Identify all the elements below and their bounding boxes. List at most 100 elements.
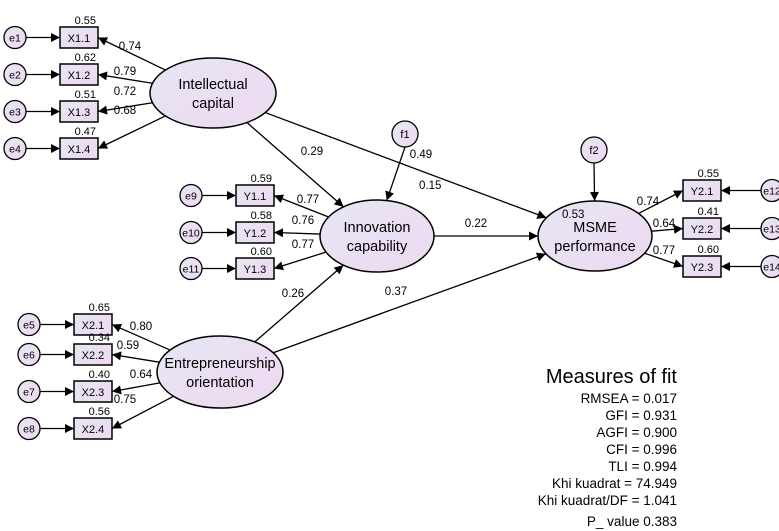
r-squared-label: 0.40 bbox=[89, 369, 110, 381]
indicator-Y2.2 bbox=[682, 217, 722, 240]
loading-Y1.1 bbox=[273, 194, 329, 218]
indicator-X1.2 bbox=[59, 63, 99, 86]
indicator-Y1.1 bbox=[235, 184, 275, 207]
loading-Y2.1 bbox=[638, 189, 684, 215]
error-e8 bbox=[17, 416, 41, 441]
indicator-label: X1.2 bbox=[68, 70, 91, 82]
loading-coefficient: 0.74 bbox=[119, 41, 142, 53]
error-label: e9 bbox=[185, 191, 197, 203]
indicator-Y1.2 bbox=[235, 221, 275, 244]
indicator-X1.3 bbox=[59, 100, 99, 123]
edges-layer bbox=[26, 33, 761, 433]
error-e1 bbox=[3, 25, 27, 50]
r-squared-label: 0.59 bbox=[251, 173, 272, 185]
fit-title: Measures of fit bbox=[545, 366, 677, 388]
indicator-label: X2.1 bbox=[82, 320, 105, 332]
error-e2 bbox=[3, 62, 27, 87]
loading-coefficient: 0.72 bbox=[114, 86, 136, 98]
path-IC-MSME bbox=[265, 111, 547, 219]
indicator-label: Y1.1 bbox=[244, 191, 267, 203]
r-squared-label: 0.51 bbox=[75, 89, 96, 101]
error-e13 bbox=[760, 216, 779, 241]
latent-label: MSME bbox=[573, 220, 617, 236]
r-squared-label: 0.65 bbox=[89, 302, 110, 314]
indicator-X2.2 bbox=[73, 343, 113, 366]
error-label: e6 bbox=[23, 350, 35, 362]
loading-coefficient: 0.80 bbox=[130, 321, 152, 333]
disturbance-path-f1 bbox=[385, 146, 406, 201]
indicator-label: Y2.1 bbox=[691, 186, 714, 198]
indicator-label: X2.4 bbox=[82, 424, 105, 436]
fit-measure-row: AGFI = 0.900 bbox=[596, 425, 677, 440]
disturbance-f2 bbox=[580, 136, 608, 164]
latent-label: Innovation bbox=[344, 220, 411, 236]
loading-X1.4 bbox=[97, 115, 166, 150]
error-label: e14 bbox=[763, 262, 779, 274]
r-squared-label: 0.62 bbox=[75, 52, 96, 64]
fit-measure-row: CFI = 0.996 bbox=[606, 442, 677, 457]
indicator-label: X2.2 bbox=[82, 350, 105, 362]
error-label: e11 bbox=[183, 264, 200, 276]
loading-coefficient: 0.74 bbox=[637, 196, 660, 208]
r-squared-label: 0.47 bbox=[75, 126, 96, 138]
indicator-label: X2.3 bbox=[82, 387, 105, 399]
loading-coefficient: 0.77 bbox=[297, 194, 319, 206]
loading-coefficient: 0.59 bbox=[117, 340, 139, 352]
error-label: e2 bbox=[9, 70, 21, 82]
path-coefficient: 0.29 bbox=[301, 146, 323, 158]
loading-X1.3 bbox=[97, 102, 153, 115]
fit-measure-row: TLI = 0.994 bbox=[608, 459, 677, 474]
loading-coefficient: 0.75 bbox=[114, 394, 136, 406]
r-squared-label: 0.41 bbox=[698, 206, 719, 218]
error-label: e3 bbox=[9, 107, 21, 119]
r-squared-label: 0.55 bbox=[75, 15, 96, 27]
loading-coefficient: 0.77 bbox=[653, 245, 675, 257]
latent-label: Intellectual bbox=[178, 77, 247, 93]
error-label: e1 bbox=[9, 33, 21, 45]
error-label: e10 bbox=[182, 228, 200, 240]
path-coefficient: 0.26 bbox=[282, 288, 304, 300]
latent-INV bbox=[319, 199, 435, 273]
disturbance-label: f2 bbox=[589, 145, 598, 157]
latent-label: performance bbox=[554, 239, 635, 255]
path-coefficient: 0.49 bbox=[410, 149, 432, 161]
error-e14 bbox=[760, 254, 779, 279]
fit-measure-row: Khi kuadrat/DF = 1.041 bbox=[537, 493, 677, 508]
fit-measure-row: P_ value 0.383 bbox=[586, 514, 677, 529]
loading-coefficient: 0.79 bbox=[114, 66, 136, 78]
loading-X2.4 bbox=[111, 395, 174, 430]
latent-IC bbox=[149, 57, 277, 129]
loading-coefficient: 0.68 bbox=[114, 105, 136, 117]
error-label: e5 bbox=[23, 320, 35, 332]
latent-MSME bbox=[537, 200, 653, 272]
loading-coefficient: 0.76 bbox=[292, 215, 314, 227]
error-e10 bbox=[179, 220, 203, 245]
error-e4 bbox=[3, 136, 27, 161]
disturbance-label: f1 bbox=[400, 129, 409, 141]
indicator-label: X1.3 bbox=[68, 107, 91, 119]
indicator-X1.1 bbox=[59, 26, 99, 49]
indicator-label: X1.1 bbox=[68, 33, 91, 45]
indicator-Y2.3 bbox=[682, 255, 722, 278]
loading-coefficient: 0.64 bbox=[130, 369, 153, 381]
indicator-label: Y1.3 bbox=[244, 264, 267, 276]
indicator-label: Y2.2 bbox=[691, 224, 714, 236]
fit-measure-row: GFI = 0.931 bbox=[605, 408, 677, 423]
indicator-label: Y2.3 bbox=[691, 262, 714, 274]
loading-Y1.3 bbox=[273, 251, 327, 271]
latent-label: capability bbox=[347, 239, 408, 255]
indicator-label: Y1.2 bbox=[244, 228, 267, 240]
error-label: e13 bbox=[763, 224, 779, 236]
indicator-label: X1.4 bbox=[68, 144, 91, 156]
r-squared-label: 0.58 bbox=[251, 210, 272, 222]
r-squared-label: 0.53 bbox=[562, 209, 584, 221]
latent-label: capital bbox=[192, 96, 234, 112]
r-squared-label: 0.56 bbox=[89, 406, 110, 418]
error-e7 bbox=[17, 379, 41, 404]
loading-X2.2 bbox=[111, 351, 160, 363]
disturbance-path-f2 bbox=[589, 162, 599, 202]
r-squared-label: 0.60 bbox=[698, 244, 719, 256]
